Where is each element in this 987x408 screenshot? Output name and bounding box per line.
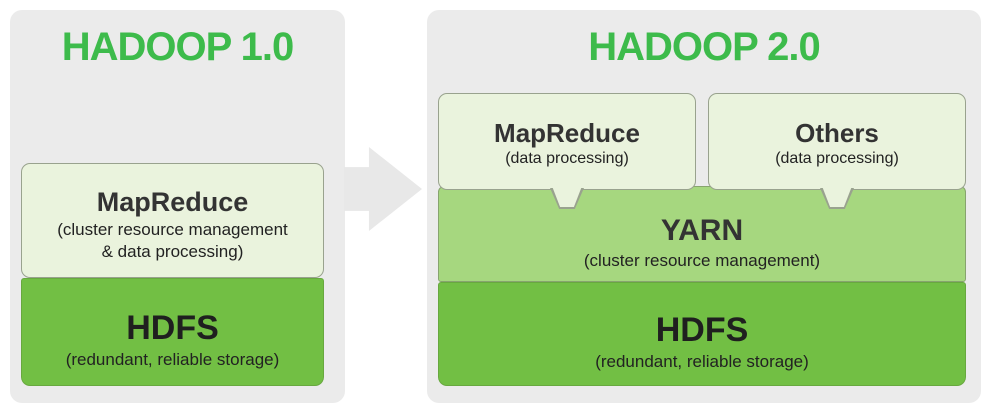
hadoop2-panel: HADOOP 2.0 MapReduce (data processing) O… (427, 10, 981, 403)
hadoop1-mapreduce-title: MapReduce (96, 186, 249, 217)
hadoop2-yarn-title: YARN (660, 214, 744, 248)
hadoop2-hdfs-subtitle: (redundant, reliable storage) (595, 352, 809, 372)
hadoop1-mapreduce-subtitle-line1: (cluster resource management (57, 220, 288, 240)
hadoop1-mapreduce-box: MapReduce (cluster resource management &… (21, 163, 324, 278)
hadoop2-yarn-box: YARN (cluster resource management) (438, 186, 966, 282)
hadoop2-others-box: Others (data processing) (708, 93, 966, 209)
right-arrow-icon (344, 147, 422, 231)
hadoop2-mapreduce-title: MapReduce (494, 117, 640, 148)
hadoop2-others-subtitle: (data processing) (775, 150, 899, 168)
hadoop2-others-title: Others (795, 117, 879, 148)
hadoop1-hdfs-title: HDFS (126, 308, 219, 347)
hadoop2-title: HADOOP 2.0 (588, 25, 821, 69)
hadoop1-hdfs-subtitle: (redundant, reliable storage) (65, 350, 280, 370)
hadoop1-mapreduce-subtitle-line2: & data processing) (101, 242, 244, 262)
others-yarn-connector (820, 186, 854, 209)
hadoop2-mapreduce-box: MapReduce (data processing) (438, 93, 696, 209)
hadoop1-hdfs-box: HDFS (redundant, reliable storage) (21, 278, 324, 386)
hadoop2-hdfs-box: HDFS (redundant, reliable storage) (438, 282, 966, 386)
hadoop2-yarn-subtitle: (cluster resource management) (583, 250, 821, 270)
connector-fill (822, 186, 852, 207)
hadoop1-title: HADOOP 1.0 (61, 25, 295, 69)
connector-fill (552, 186, 582, 207)
mapreduce-yarn-connector (550, 186, 584, 209)
hadoop1-panel: HADOOP 1.0 MapReduce (cluster resource m… (10, 10, 345, 403)
hadoop2-mapreduce-subtitle: (data processing) (505, 150, 629, 168)
hadoop2-hdfs-title: HDFS (655, 310, 749, 349)
hadoop1-mapreduce-subtitle: (cluster resource management & data proc… (57, 219, 288, 263)
